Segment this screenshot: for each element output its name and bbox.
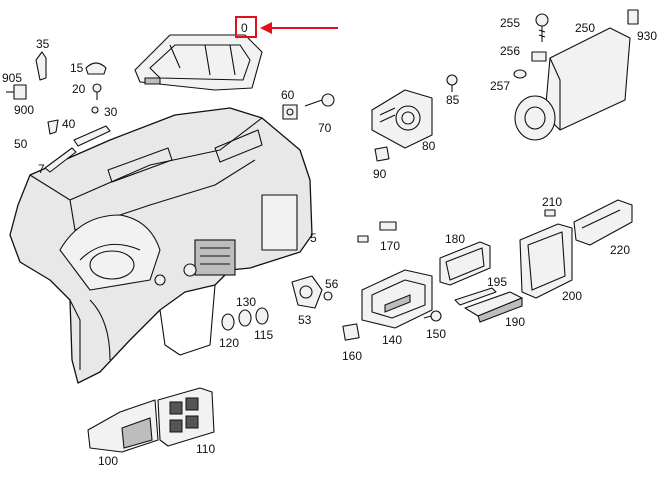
label-190: 190 (505, 315, 525, 329)
part-210[interactable] (544, 209, 556, 217)
dashboard-main-part[interactable] (9, 107, 313, 384)
part-930[interactable] (627, 9, 639, 25)
part-190[interactable] (464, 291, 523, 323)
label-56: 56 (325, 277, 339, 291)
label-20: 20 (72, 82, 86, 96)
part-160[interactable] (342, 323, 360, 341)
label-180: 180 (445, 232, 465, 246)
label-7: 7 (38, 162, 45, 176)
part-85[interactable] (446, 74, 458, 92)
label-90: 90 (373, 167, 387, 181)
part-255[interactable] (535, 13, 549, 42)
part-115[interactable] (255, 307, 269, 325)
label-60: 60 (281, 88, 295, 102)
label-85: 85 (446, 93, 460, 107)
part-70[interactable] (304, 93, 335, 107)
label-70: 70 (318, 121, 332, 135)
label-30: 30 (104, 105, 118, 119)
label-130: 130 (236, 295, 256, 309)
label-40: 40 (62, 117, 76, 131)
part-7[interactable] (44, 147, 77, 173)
part-labels: 0 35 905 900 15 20 30 40 50 7 60 70 80 8… (2, 16, 657, 468)
part-180[interactable] (439, 241, 491, 286)
label-120: 120 (219, 336, 239, 350)
part-256[interactable] (531, 51, 547, 62)
label-5: 5 (310, 231, 317, 245)
label-53: 53 (298, 313, 312, 327)
label-160: 160 (342, 349, 362, 363)
part-60[interactable] (282, 104, 298, 120)
label-257: 257 (490, 79, 510, 93)
label-170: 170 (380, 239, 400, 253)
label-115: 115 (254, 328, 273, 342)
label-80: 80 (422, 139, 436, 153)
part-120[interactable] (221, 313, 235, 331)
label-255: 255 (500, 16, 520, 30)
label-110: 110 (196, 442, 215, 456)
part-15[interactable] (85, 62, 107, 75)
part-53[interactable] (291, 275, 323, 309)
part-130[interactable] (238, 309, 252, 327)
label-50: 50 (14, 137, 28, 151)
label-150: 150 (426, 327, 446, 341)
label-195: 195 (487, 275, 507, 289)
part-140[interactable] (361, 269, 433, 329)
part-100[interactable] (87, 399, 159, 453)
highlight-callout (235, 16, 338, 38)
label-900: 900 (14, 103, 34, 117)
part-50[interactable] (73, 125, 111, 147)
part-195[interactable] (454, 287, 497, 306)
part-150[interactable] (423, 310, 442, 322)
label-35: 35 (36, 37, 50, 51)
part-20[interactable] (92, 83, 102, 100)
label-200: 200 (562, 289, 582, 303)
label-140: 140 (382, 333, 402, 347)
label-220: 220 (610, 243, 630, 257)
part-30[interactable] (91, 106, 99, 114)
label-256: 256 (500, 44, 520, 58)
part-35[interactable] (35, 51, 47, 81)
label-210: 210 (542, 195, 562, 209)
part-220[interactable] (573, 199, 633, 246)
part-0-cover[interactable] (134, 34, 263, 91)
label-100: 100 (98, 454, 118, 468)
part-905-900[interactable] (6, 84, 27, 100)
part-200[interactable] (519, 223, 573, 299)
label-0: 0 (241, 21, 248, 35)
part-56[interactable] (323, 291, 333, 301)
part-257[interactable] (513, 69, 527, 79)
part-40[interactable] (47, 119, 59, 135)
part-110[interactable] (157, 387, 215, 447)
label-250: 250 (575, 21, 595, 35)
label-905: 905 (2, 71, 22, 85)
label-15: 15 (70, 61, 84, 75)
label-930: 930 (637, 29, 657, 43)
part-250[interactable] (514, 27, 631, 141)
part-80[interactable] (371, 89, 433, 149)
part-170[interactable] (357, 221, 397, 243)
part-90[interactable] (374, 146, 390, 162)
